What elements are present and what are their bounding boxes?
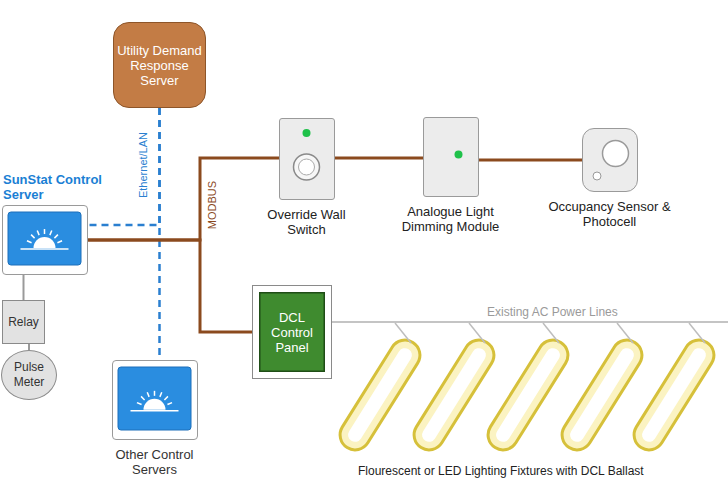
- dimming-module: Analogue Light Dimming Module: [423, 117, 479, 197]
- dimmer-icon: [424, 118, 477, 195]
- network-label: Ethernet/LAN: [137, 132, 149, 198]
- bus-label: MODBUS: [206, 181, 218, 229]
- ethernet-link: [88, 108, 160, 225]
- node-text: Other Control Servers: [100, 447, 210, 477]
- ethernet-link: [158, 108, 161, 360]
- power-line-label: Existing AC Power Lines: [487, 305, 618, 319]
- node-text: Relay: [6, 313, 41, 332]
- server-box: Utility Demand Response Server: [113, 22, 206, 108]
- meter-wire: [23, 275, 25, 300]
- modbus-wire: [335, 157, 423, 160]
- node-text: DCL Control Panel: [259, 308, 325, 357]
- control-server: SunStat Control Server: [2, 205, 88, 275]
- occupancy-sensor: Occupancy Sensor & Photocell: [582, 128, 638, 192]
- modbus-wire: [479, 159, 582, 162]
- relay-box: Relay: [2, 300, 45, 344]
- wall-switch: Override Wall Switch: [279, 118, 335, 200]
- node-text: Analogue Light Dimming Module: [381, 204, 521, 234]
- control-server: Other Control Servers: [112, 360, 198, 440]
- sensor-icon: [583, 129, 636, 190]
- sun-icon: [3, 206, 86, 273]
- fixture-leaders: [395, 323, 705, 343]
- sun-icon: [113, 361, 196, 438]
- fixture-caption: Flourescent or LED Lighting Fixtures wit…: [358, 464, 644, 478]
- lighting-fixtures: [334, 334, 719, 455]
- pulse-meter: Pulse Meter: [1, 350, 57, 400]
- power-line: [331, 321, 728, 323]
- modbus-wire: [88, 240, 253, 332]
- node-text: Utility Demand Response Server: [114, 41, 205, 90]
- node-text: SunStat Control Server: [3, 172, 115, 202]
- switch-icon: [280, 119, 333, 198]
- control-panel: DCL Control Panel: [253, 286, 331, 378]
- node-text: Occupancy Sensor & Photocell: [542, 199, 678, 229]
- modbus-wire: [88, 158, 279, 240]
- node-text: Pulse Meter: [2, 358, 56, 392]
- node-text: Override Wall Switch: [252, 207, 362, 237]
